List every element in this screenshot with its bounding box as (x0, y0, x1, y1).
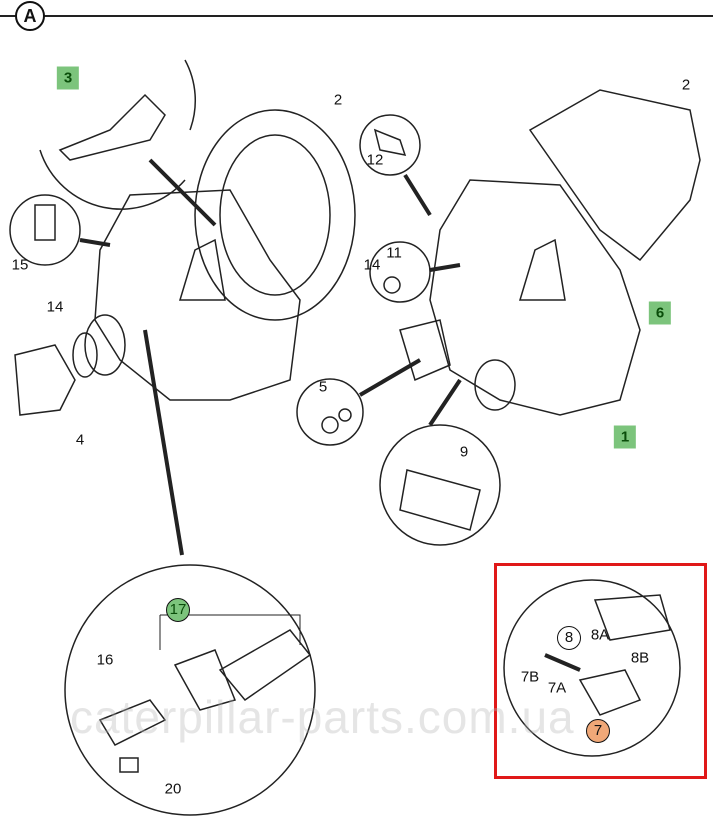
callout-16[interactable]: 16 (96, 651, 114, 669)
callout-2-left[interactable]: 2 (333, 91, 343, 109)
callout-8B[interactable]: 8B (630, 649, 650, 667)
selection-highlight-box (494, 563, 707, 779)
callout-5[interactable]: 5 (318, 378, 328, 396)
callout-11[interactable]: 11 (386, 244, 402, 262)
detail-circle-15 (9, 194, 81, 266)
callout-6[interactable]: 6 (648, 301, 672, 325)
callout-20[interactable]: 20 (164, 780, 182, 798)
transmission-right (399, 89, 701, 531)
plate-16 (98, 699, 167, 746)
detail-circle-11 (369, 241, 431, 303)
callout-17[interactable]: 17 (166, 598, 190, 622)
callout-7A[interactable]: 7A (547, 679, 567, 697)
detail-circle-17 (64, 564, 316, 816)
valve-8 (593, 594, 671, 641)
detail-circle-5 (296, 378, 364, 446)
fitting-12 (373, 128, 407, 156)
callout-7B[interactable]: 7B (520, 668, 540, 686)
callout-8[interactable]: 8 (557, 626, 581, 650)
callout-1[interactable]: 1 (613, 425, 637, 449)
starter-3 (58, 93, 166, 161)
callout-8A[interactable]: 8A (590, 626, 610, 644)
detail-circle-3 (39, 59, 197, 210)
callout-2-right[interactable]: 2 (681, 76, 691, 94)
plug-14 (383, 276, 401, 294)
block-7 (578, 669, 642, 716)
section-marker: A (15, 1, 45, 31)
callout-14-right[interactable]: 14 (363, 256, 381, 274)
gasket-9 (399, 469, 481, 531)
cover-17 (173, 649, 237, 711)
callout-3[interactable]: 3 (56, 66, 80, 90)
detail-circle-9 (379, 424, 501, 546)
small-parts (34, 93, 671, 773)
callout-4[interactable]: 4 (75, 431, 85, 449)
watermark: caterpillar-parts.com.ua (70, 691, 575, 743)
sensor-15 (34, 204, 56, 241)
callout-9[interactable]: 9 (459, 443, 469, 461)
detail-circle-12 (359, 114, 421, 176)
callout-14-left[interactable]: 14 (46, 298, 64, 316)
detail-circle-7-8 (503, 579, 681, 757)
bolt-20 (119, 757, 139, 773)
callout-7[interactable]: 7 (586, 719, 610, 743)
callout-15[interactable]: 15 (11, 256, 29, 274)
callout-12[interactable]: 12 (366, 151, 384, 169)
transmission-left (14, 109, 356, 416)
